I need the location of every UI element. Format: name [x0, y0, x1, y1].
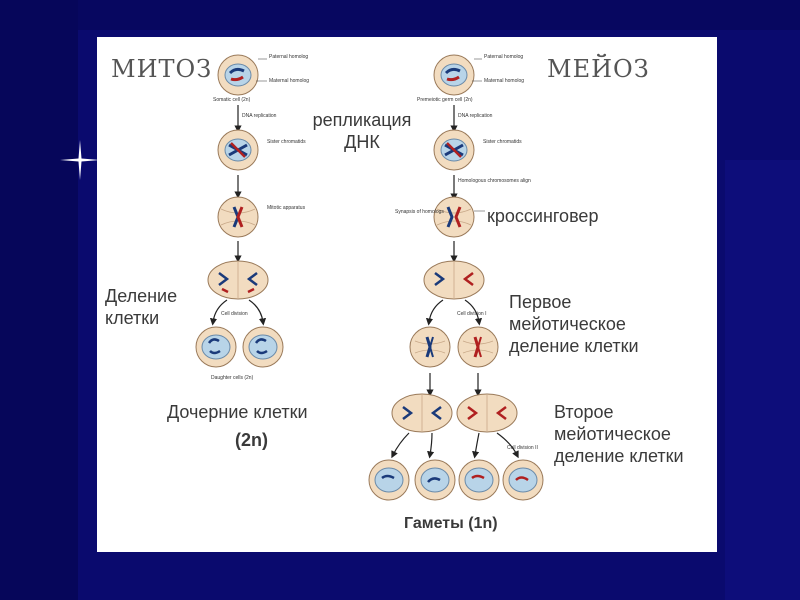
meiosis-anaphase-1-cell	[423, 260, 485, 300]
gamete-2	[414, 459, 456, 501]
lbl-maternal-homolog-meiosis: Maternal homolog	[484, 78, 524, 84]
lbl-mitotic-apparatus: Mitotic apparatus	[267, 205, 306, 211]
label-daughter-cells-2n: (2n)	[235, 430, 268, 450]
mitosis-anaphase-cell	[207, 260, 269, 300]
lbl-synapsis: Synapsis of homologs	[395, 209, 444, 215]
mitosis-somatic-cell	[217, 54, 259, 96]
mitosis-replicated-cell	[217, 129, 259, 171]
meiosis-division-1-cell-left	[409, 326, 451, 368]
lbl-dna-replication-meiosis: DNA replication	[458, 113, 493, 119]
lbl-paternal-homolog-meiosis: Paternal homolog	[484, 54, 523, 60]
mitosis-daughter-cell-left	[195, 326, 237, 368]
mitosis-daughter-cell-right	[242, 326, 284, 368]
gamete-3	[458, 459, 500, 501]
meiosis-anaphase-2-cell-left	[391, 393, 453, 433]
label-gametes: Гаметы (1n)	[404, 515, 498, 532]
label-crossing-over: кроссинговер	[487, 206, 599, 226]
meiosis-division-1-cell-right	[457, 326, 499, 368]
label-second-meiotic-division: Второе мейотическое деление клетки	[554, 402, 684, 466]
lbl-premeiotic-cell: Premeiotic germ cell (2n)	[417, 97, 473, 103]
lbl-sister-chromatids: Sister chromatids	[267, 139, 306, 145]
lbl-daughter-cells: Daughter cells (2n)	[211, 375, 254, 381]
sparkle-decoration	[60, 140, 100, 180]
label-cell-division: Деление клетки	[105, 286, 178, 328]
lbl-cell-division-1: Cell division I	[457, 311, 486, 317]
meiosis-replicated-cell	[433, 129, 475, 171]
frame-bar-left	[0, 0, 78, 600]
lbl-dna-replication-mitosis: DNA replication	[242, 113, 277, 119]
label-first-meiotic-division: Первое мейотическое деление клетки	[509, 292, 639, 356]
mitosis-title: МИТОЗ	[111, 55, 213, 83]
lbl-sister-chromatids-meiosis: Sister chromatids	[483, 139, 522, 145]
lbl-paternal-homolog: Paternal homolog	[269, 54, 308, 60]
gamete-4	[502, 459, 544, 501]
meiosis-title: МЕЙОЗ	[547, 55, 650, 83]
meiosis-synapsis-cell	[433, 196, 475, 238]
lbl-cell-division-mitosis: Cell division	[221, 311, 248, 317]
slide-canvas: МИТОЗ МЕЙОЗ репликация ДНК кроссинговер …	[97, 37, 717, 552]
lbl-maternal-homolog: Maternal homolog	[269, 78, 309, 84]
lbl-homologous-align: Homologous chromosomes align	[458, 178, 531, 184]
lbl-cell-division-2: Cell division II	[507, 445, 538, 451]
mitosis-metaphase-cell	[217, 196, 259, 238]
lbl-somatic-cell: Somatic cell (2n)	[213, 97, 251, 103]
label-dna-replication: репликация ДНК	[312, 110, 412, 152]
meiosis-anaphase-2-cell-right	[456, 393, 518, 433]
cell-division-diagram: Paternal homolog Maternal homolog Somati…	[195, 54, 544, 501]
gamete-1	[368, 459, 410, 501]
label-daughter-cells: Дочерние клетки	[167, 402, 308, 422]
frame-bar-top	[0, 0, 800, 30]
meiosis-germ-cell	[433, 54, 475, 96]
frame-bar-right	[725, 160, 800, 600]
